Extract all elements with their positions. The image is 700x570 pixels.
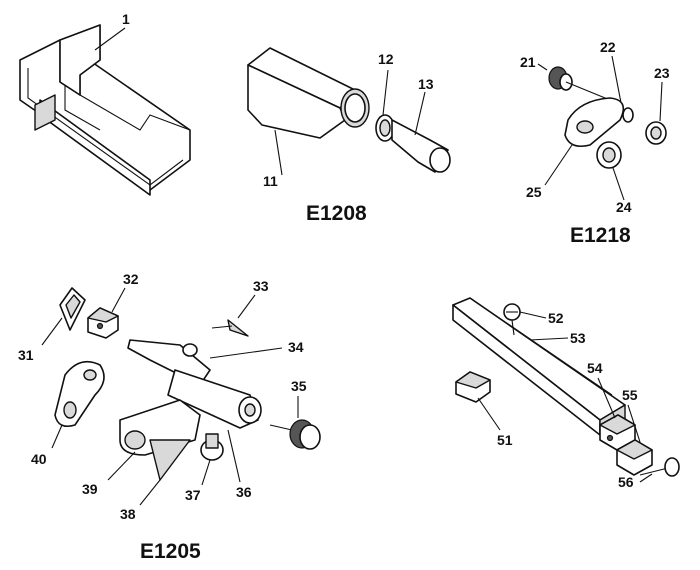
part-55-clamp bbox=[616, 404, 653, 476]
part-54-clamp bbox=[597, 377, 636, 451]
part-23-bushing bbox=[645, 81, 667, 145]
callout-1: 1 bbox=[122, 11, 130, 27]
callout-53: 53 bbox=[570, 330, 586, 346]
callout-23: 23 bbox=[654, 65, 670, 81]
part-25-arm bbox=[544, 97, 625, 186]
callout-55: 55 bbox=[622, 387, 638, 403]
callout-33: 33 bbox=[253, 278, 269, 294]
callout-12: 12 bbox=[378, 51, 394, 67]
callout-51: 51 bbox=[497, 432, 513, 448]
part-21-knob bbox=[537, 63, 611, 101]
part-35-knob bbox=[269, 396, 321, 450]
part-37-knob-small bbox=[200, 433, 224, 486]
callout-13: 13 bbox=[418, 76, 434, 92]
callout-56: 56 bbox=[618, 474, 634, 490]
part-24-collar bbox=[596, 141, 625, 201]
part-53-fence-bar bbox=[452, 297, 626, 436]
callout-35: 35 bbox=[291, 378, 307, 394]
part-1-tray bbox=[19, 24, 191, 196]
part-33-wing-screw bbox=[211, 294, 256, 337]
part-32-block bbox=[87, 287, 126, 339]
callout-25: 25 bbox=[526, 184, 542, 200]
callout-24: 24 bbox=[616, 199, 632, 215]
callout-40: 40 bbox=[31, 451, 47, 467]
part-38-lever bbox=[139, 439, 191, 506]
part-22-pin bbox=[611, 55, 634, 123]
part-31-plate bbox=[41, 287, 86, 346]
part-13-sleeve bbox=[391, 91, 451, 173]
part-51-block bbox=[455, 371, 501, 431]
callout-38: 38 bbox=[120, 506, 136, 522]
part-36-tube bbox=[167, 369, 262, 483]
group-label-e1208: E1208 bbox=[306, 202, 367, 225]
callout-22: 22 bbox=[600, 39, 616, 55]
callout-39: 39 bbox=[82, 481, 98, 497]
callout-21: 21 bbox=[520, 54, 536, 70]
part-34-rod bbox=[127, 339, 283, 386]
part-52-screw bbox=[503, 303, 547, 336]
callout-31: 31 bbox=[18, 347, 34, 363]
part-11-housing bbox=[247, 47, 370, 176]
callout-54: 54 bbox=[587, 360, 603, 376]
callout-52: 52 bbox=[548, 310, 564, 326]
callout-36: 36 bbox=[236, 484, 252, 500]
group-label-e1218: E1218 bbox=[570, 224, 631, 247]
callout-32: 32 bbox=[123, 271, 139, 287]
callout-37: 37 bbox=[185, 487, 201, 503]
part-56-screw bbox=[639, 457, 680, 483]
callout-11: 11 bbox=[263, 173, 278, 189]
part-40-link bbox=[51, 360, 105, 449]
group-label-e1205: E1205 bbox=[140, 540, 201, 563]
callout-34: 34 bbox=[288, 339, 304, 355]
